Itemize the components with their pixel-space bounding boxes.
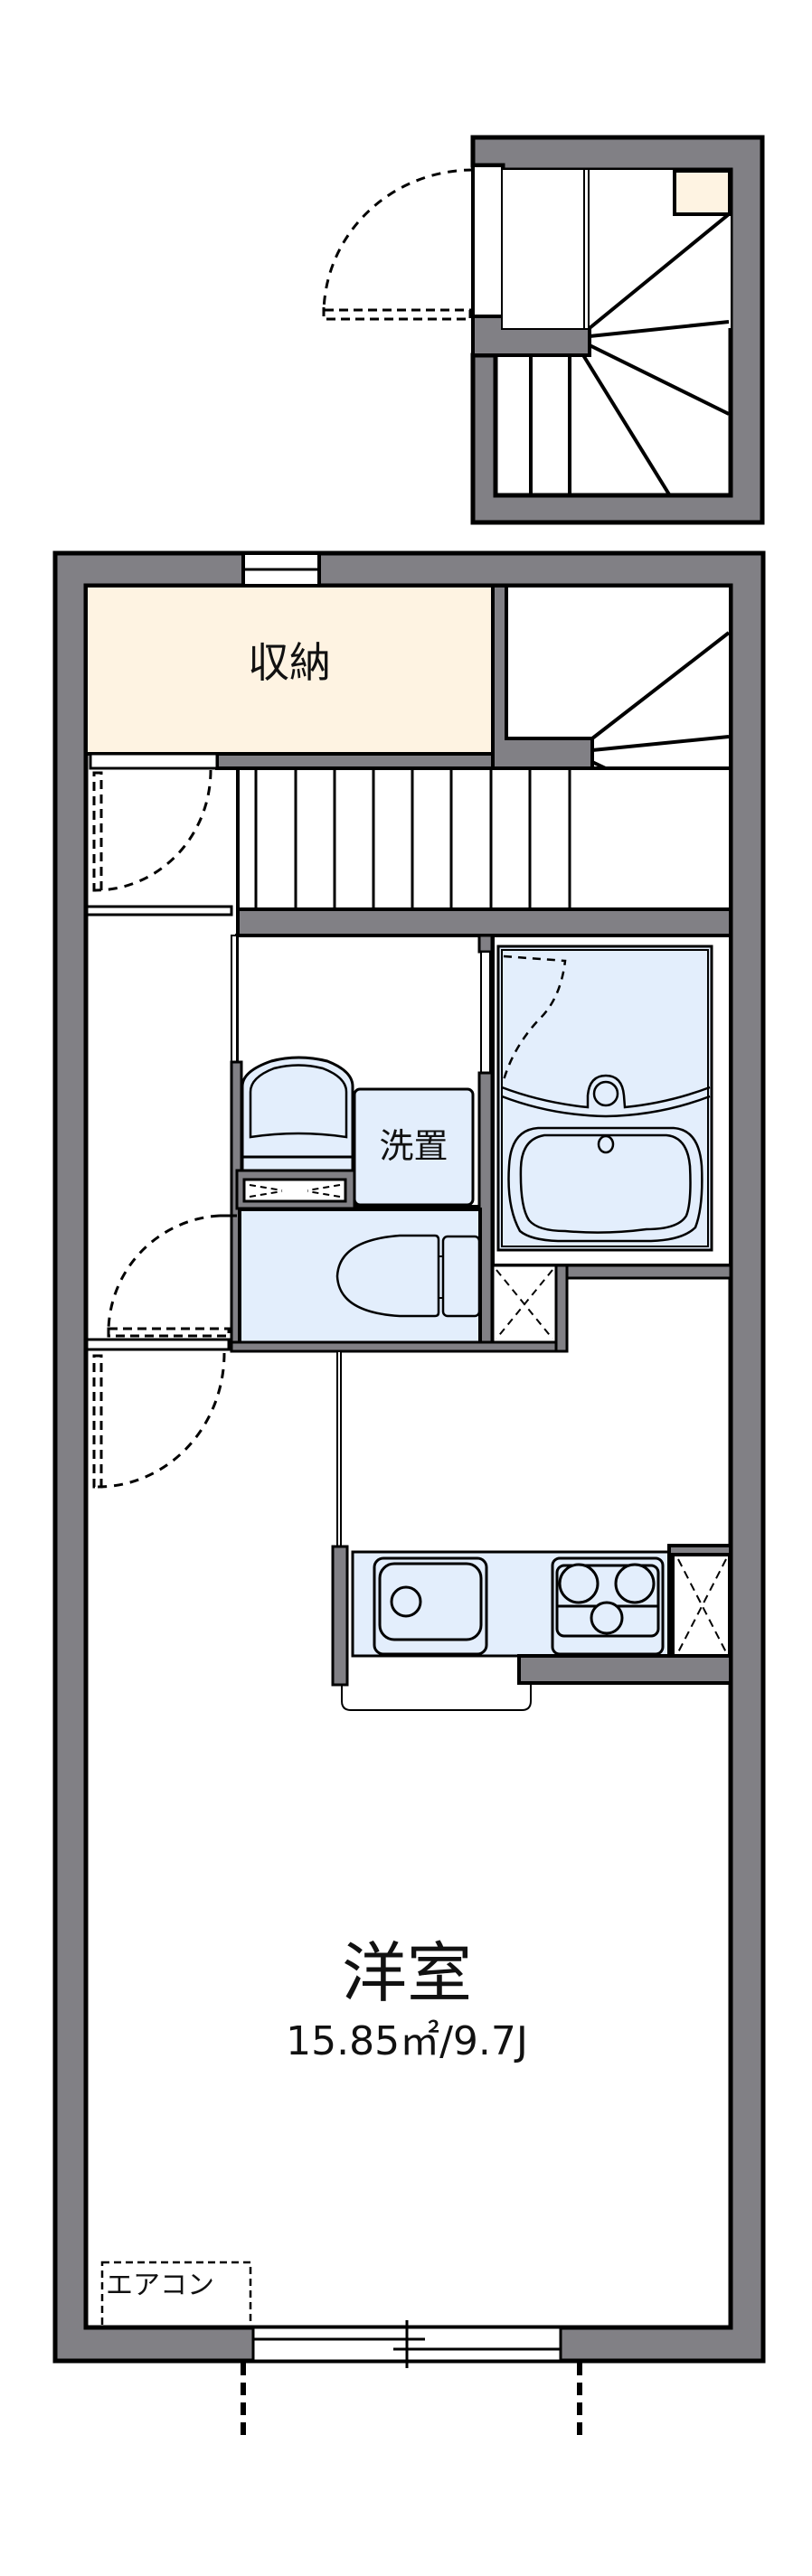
air-conditioner-outline <box>100 2261 252 2329</box>
burner-left <box>558 1563 600 1604</box>
western-room-label: 洋室 <box>341 1935 472 2011</box>
upper-meter-box <box>673 169 732 216</box>
kitchen-sink <box>373 1556 488 1656</box>
laundry-label: 洗置 <box>379 1126 448 1166</box>
fridge-space <box>341 1685 532 1711</box>
storage-label: 収納 <box>248 638 331 687</box>
pipe-shaft-2 <box>671 1553 732 1658</box>
stair-treads <box>254 768 571 909</box>
burner-right <box>614 1563 656 1604</box>
toilet-bowl <box>335 1234 440 1318</box>
room-door-swing <box>95 1352 226 1489</box>
storage-door-frame <box>89 752 219 770</box>
vanity-sink <box>241 1056 354 1172</box>
upper-stair-block <box>322 135 765 525</box>
air-conditioner-label: エアコン <box>106 2270 214 2301</box>
room-area-label: 15.85㎡/9.7J <box>286 2018 528 2064</box>
washer-space <box>353 1087 475 1207</box>
bathtub <box>507 1126 703 1243</box>
upper-door-swing <box>322 168 474 315</box>
burner-bottom <box>590 1601 624 1635</box>
kitchen-side-panel <box>331 1545 349 1687</box>
bath-step-wall <box>554 1264 732 1280</box>
stair-bottom-wall <box>236 907 732 937</box>
toilet-door-swing <box>107 1214 221 1330</box>
upper-door-frame <box>471 164 505 318</box>
toilet-tank <box>441 1235 481 1318</box>
storage-door-swing <box>94 769 212 892</box>
staircase <box>236 766 732 911</box>
main-unit <box>52 550 766 2440</box>
